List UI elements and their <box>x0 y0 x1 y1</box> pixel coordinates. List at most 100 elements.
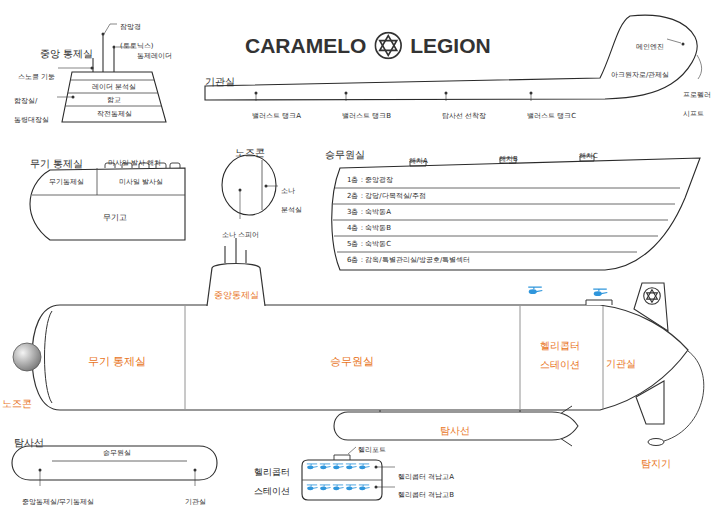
panel-heading: 무기 통제실 <box>30 158 83 169</box>
band-divider <box>32 168 185 195</box>
callout-label: 미사일 발사 해치 <box>108 159 161 167</box>
callout-label: 헬리포트 <box>358 446 386 454</box>
room-label: 5층 : 숙박동C <box>347 240 391 248</box>
helipad <box>334 455 350 460</box>
conning-tower-detail: 중앙 통제실레이더 분석실함교작전통제실 <box>62 72 166 122</box>
callout-label: 프로펠러 시프트 <box>683 91 711 118</box>
callout-label: 탐사선 선착장 <box>442 112 486 120</box>
band-divider <box>333 188 680 252</box>
callout-label: 해치B <box>499 155 518 163</box>
antenna-mast <box>93 33 114 72</box>
callout-label: 헬리콥터 격납고B <box>398 491 454 499</box>
section-label: 헬리콥터 스테이션 <box>540 340 580 370</box>
panel-heading: 헬리콥터 스테이션 <box>254 467 290 496</box>
probe-detail: 탐사선승무원실 <box>12 446 217 480</box>
deck-row: 6층 : 감옥/특별관리실/방공호/특별섹터 <box>347 252 597 268</box>
deck-row: 5층 : 숙박동C <box>347 236 597 252</box>
deck-row: 4층 : 숙박동B <box>347 220 597 236</box>
leader-line <box>240 186 278 219</box>
panel-outline-path <box>62 72 166 122</box>
callout-label: 해치C <box>579 152 598 160</box>
helicopter-icon <box>320 485 331 490</box>
probe-vessel <box>334 412 578 440</box>
room-label: 무기고 <box>103 213 127 223</box>
weapon-room-detail: 무기 통제실무기통제실미사일 발사실무기고 <box>30 168 185 240</box>
callout-label: 헬리콥터 격납고A <box>398 473 454 481</box>
helicopter-icon <box>359 464 370 469</box>
engine-room-detail: 기관실 <box>205 12 705 102</box>
nose-sphere <box>13 343 41 371</box>
panel-heading: 중앙 통제실 <box>40 48 93 59</box>
callout-label: 함장실/ 통령대장실 <box>14 97 49 124</box>
room-band: 무기통제실 <box>36 170 96 194</box>
panel-heading: 탐사선 <box>14 437 44 448</box>
panel-heading: 기관실 <box>205 76 235 87</box>
callout-label: 밸러스트 탱크A <box>252 112 301 120</box>
deck-row: 1층 : 중앙광장 <box>347 172 597 188</box>
helicopter-icon <box>528 287 542 294</box>
room-label: 함교 <box>107 96 121 104</box>
deck-row: 2층 : 강당/다목적실/주점 <box>347 188 597 204</box>
section-label: 탐사선 <box>440 425 470 436</box>
callout-label: 스노클 기둥 <box>18 73 55 81</box>
conning-tower <box>207 264 265 307</box>
panel-outline-path <box>332 158 700 270</box>
band-divider <box>302 480 382 481</box>
room-label: 미사일 발사실 <box>119 178 163 186</box>
helicopter-icon <box>346 485 357 490</box>
band-divider <box>262 160 263 210</box>
nose-cone-detail: 노즈콘 <box>222 155 276 215</box>
callout-label: 해치A <box>409 157 428 165</box>
panel-outline-path <box>12 446 217 480</box>
panel-outline <box>205 12 705 102</box>
room-label: 4층 : 숙박동B <box>347 224 391 232</box>
helicopter-icon <box>593 289 607 296</box>
room-label: 승무원실 <box>103 449 131 457</box>
room-band: 레이더 분석실 <box>73 81 155 93</box>
panel-outline-path <box>205 15 697 100</box>
hull <box>32 305 688 410</box>
panel-outline-path <box>30 168 185 240</box>
helicopter-icon <box>307 464 318 469</box>
leader-line <box>40 470 195 486</box>
helicopter-icon <box>333 485 344 490</box>
panel-outline-path <box>222 155 276 215</box>
callout-dot <box>40 34 683 487</box>
heli-station-detail: 헬리콥터 스테이션 <box>302 460 382 500</box>
nose-rim <box>45 311 53 403</box>
helicopter-icon <box>359 485 370 490</box>
section-label: 무기 통제실 <box>88 355 147 368</box>
room-band: 작전통제실 <box>69 107 159 121</box>
callout-label: 중앙통제실/무기통제실 <box>22 498 94 506</box>
star-emblem <box>644 288 661 305</box>
callout-label: 통제레이더 <box>137 52 172 60</box>
callout-label: 잠망경 (토토닉스) <box>120 23 153 50</box>
band-divider <box>52 461 187 462</box>
room-band: 승무원실 <box>72 447 162 460</box>
room-label: 작전통제실 <box>97 110 132 118</box>
room-band: 미사일 발사실 <box>99 170 183 194</box>
panel-outline <box>302 460 382 500</box>
section-label: 기관실 <box>606 358 636 369</box>
room-label: 2층 : 강당/다목적실/주점 <box>347 192 426 200</box>
room-label: 레이더 분석실 <box>92 83 136 91</box>
callout-label: 소나 분석실 <box>281 187 302 214</box>
panel-heading: 승무원실 <box>325 149 365 160</box>
tether <box>664 351 704 441</box>
room-label: 1층 : 중앙광장 <box>347 176 393 184</box>
panel-outline-path <box>302 460 382 500</box>
panel-heading: 노즈콘 <box>235 147 265 158</box>
helicopter-icon <box>346 464 357 469</box>
section-label: 중앙통제실 <box>214 290 259 300</box>
callout-label: 밸러스트 탱크C <box>527 112 576 120</box>
callout-label: 소나 스피어 <box>222 231 259 239</box>
antenna-mast <box>225 238 246 263</box>
helicopter-icon <box>333 464 344 469</box>
room-label: 6층 : 감옥/특별관리실/방공호/특별섹터 <box>347 256 470 264</box>
crew-quarters-detail: 승무원실1층 : 중앙광장2층 : 강당/다목적실/주점3층 : 숙박동A4층 … <box>325 158 705 270</box>
helicopter-icon <box>320 464 331 469</box>
helicopter-icon <box>307 485 318 490</box>
section-divider <box>185 306 603 409</box>
callout-label: 메인엔진 <box>636 43 664 51</box>
panel-outline <box>222 155 276 215</box>
